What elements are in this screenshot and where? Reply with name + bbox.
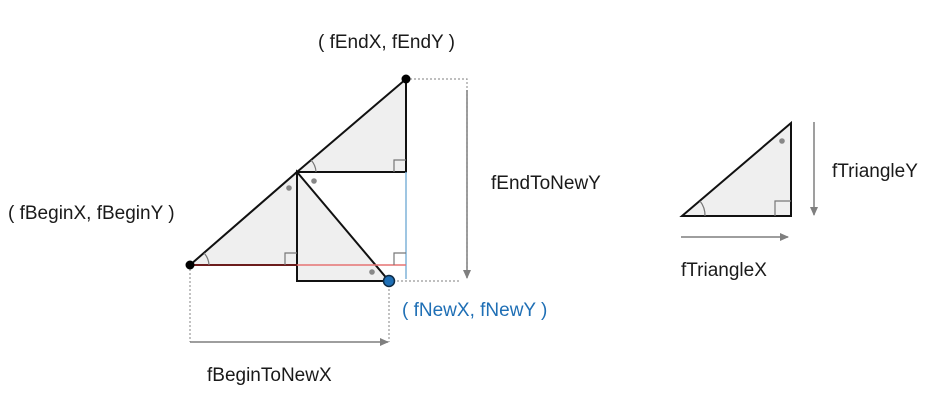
end-point-label: ( fEndX, fEndY ) xyxy=(318,32,455,53)
angle-arc-upper xyxy=(310,159,317,173)
right-angle-marker-lower-left xyxy=(284,252,297,265)
new-point xyxy=(382,274,396,288)
reference-right-angle-marker xyxy=(774,200,791,216)
triangle-y-label: fTriangleY xyxy=(832,161,918,182)
right-angle-marker-blue xyxy=(393,252,406,265)
right-angle-marker-upper xyxy=(393,159,406,172)
lower-left-triangle xyxy=(187,169,298,266)
new-point-label: ( fNewX, fNewY ) xyxy=(402,300,547,321)
reference-angle-arc xyxy=(699,200,706,217)
angle-arc-lower xyxy=(203,252,210,266)
begin-point-label: ( fBeginX, fBeginY ) xyxy=(8,203,175,224)
begin-to-new-x-label: fBeginToNewX xyxy=(207,365,332,386)
angle-dot-2 xyxy=(311,178,317,184)
reference-triangle xyxy=(679,120,792,217)
end-to-new-y-guide-top xyxy=(406,78,468,276)
upper-triangle xyxy=(294,76,407,173)
rotated-triangle xyxy=(296,169,392,282)
begin-point xyxy=(185,260,195,270)
end-point xyxy=(401,74,411,84)
angle-dot-3 xyxy=(369,269,375,275)
triangle-x-label: fTriangleX xyxy=(681,260,767,281)
end-to-new-y-label: fEndToNewY xyxy=(491,173,601,194)
reference-angle-dot xyxy=(779,138,785,144)
angle-dot-1 xyxy=(286,185,292,191)
